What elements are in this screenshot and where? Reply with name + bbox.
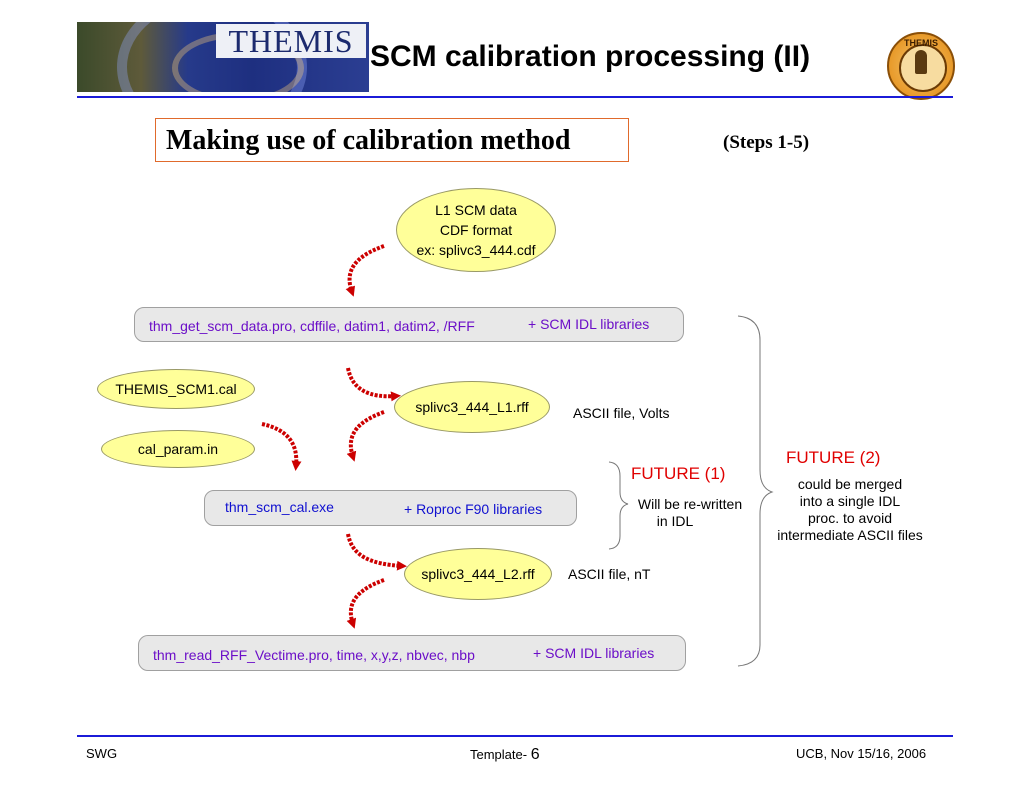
future2-line-3: proc. to avoid <box>807 510 893 526</box>
future1-note: Will be re-written in IDL <box>626 496 754 530</box>
read-rff-command: thm_read_RFF_Vectime.pro, time, x,y,z, n… <box>153 647 475 663</box>
page-number: 6 <box>530 746 540 763</box>
future2-note: could be merged into a single IDL proc. … <box>764 476 936 544</box>
get-data-command: thm_get_scm_data.pro, cdffile, datim1, d… <box>149 318 475 334</box>
l2-rff-label: splivc3_444_L2.rff <box>421 566 535 582</box>
future1-line-2: in IDL <box>656 513 694 529</box>
slide-title: SCM calibration processing (II) <box>370 40 811 73</box>
themis-seal-logo: THEMIS <box>887 32 955 100</box>
seal-label: THEMIS <box>903 38 938 48</box>
l1-data-line-3: ex: splivc3_444.cdf <box>416 242 536 258</box>
get-scm-data-box: thm_get_scm_data.pro, cdffile, datim1, d… <box>134 307 684 342</box>
l1-rff-label: splivc3_444_L1.rff <box>415 399 529 415</box>
get-data-library: + SCM IDL libraries <box>528 316 650 332</box>
future1-title: FUTURE (1) <box>631 464 726 483</box>
future2-line-4: intermediate ASCII files <box>777 527 923 543</box>
section-subtitle: Making use of calibration method <box>155 118 629 162</box>
future2-line-2: into a single IDL <box>799 493 901 509</box>
cal-exe-library: + Roproc F90 libraries <box>404 501 543 517</box>
future2-brace <box>737 315 774 667</box>
read-rff-library: + SCM IDL libraries <box>533 645 655 661</box>
footer-left: SWG <box>86 746 118 761</box>
read-rff-vectime-box: thm_read_RFF_Vectime.pro, time, x,y,z, n… <box>138 635 686 671</box>
l1-scm-data-node: L1 SCM data CDF format ex: splivc3_444.c… <box>396 188 556 272</box>
future1-brace <box>608 461 629 550</box>
arrow-l1data-to-getdata <box>345 244 385 297</box>
scm-cal-exe-box: thm_scm_cal.exe + Roproc F90 libraries <box>204 490 577 526</box>
future2-title: FUTURE (2) <box>786 448 881 467</box>
footer-template-label: Template- <box>470 747 531 762</box>
arrow-calparam-to-calexe <box>261 422 302 471</box>
themis-banner-logo: THEMIS <box>77 22 369 92</box>
future2-line-1: could be merged <box>797 476 903 492</box>
arrow-l2rff-to-readrff <box>346 578 385 629</box>
steps-label: (Steps 1-5) <box>723 132 810 153</box>
cal-param-label: cal_param.in <box>137 441 219 457</box>
cal-file-node: THEMIS_SCM1.cal <box>97 369 255 409</box>
cal-exe-command: thm_scm_cal.exe <box>225 499 334 515</box>
l2-rff-node: splivc3_444_L2.rff <box>404 548 552 600</box>
l1-rff-description: ASCII file, Volts <box>573 405 670 421</box>
arrow-getdata-to-l1rff <box>346 367 401 402</box>
footer-rule <box>77 735 953 737</box>
themis-logo-text: THEMIS <box>216 24 366 58</box>
cal-param-node: cal_param.in <box>101 430 255 468</box>
header-rule <box>77 96 953 98</box>
future1-line-1: Will be re-written <box>637 496 743 512</box>
arrow-l1rff-to-calexe <box>346 410 385 462</box>
arrow-calexe-to-l2rff <box>346 533 407 571</box>
footer-right: UCB, Nov 15/16, 2006 <box>796 746 927 761</box>
footer-center: Template- 6 <box>470 746 540 764</box>
cal-file-label: THEMIS_SCM1.cal <box>115 381 237 397</box>
l1-data-line-2: CDF format <box>439 222 513 238</box>
l1-rff-node: splivc3_444_L1.rff <box>394 381 550 433</box>
l2-rff-description: ASCII file, nT <box>568 566 651 582</box>
l1-data-line-1: L1 SCM data <box>435 202 517 218</box>
